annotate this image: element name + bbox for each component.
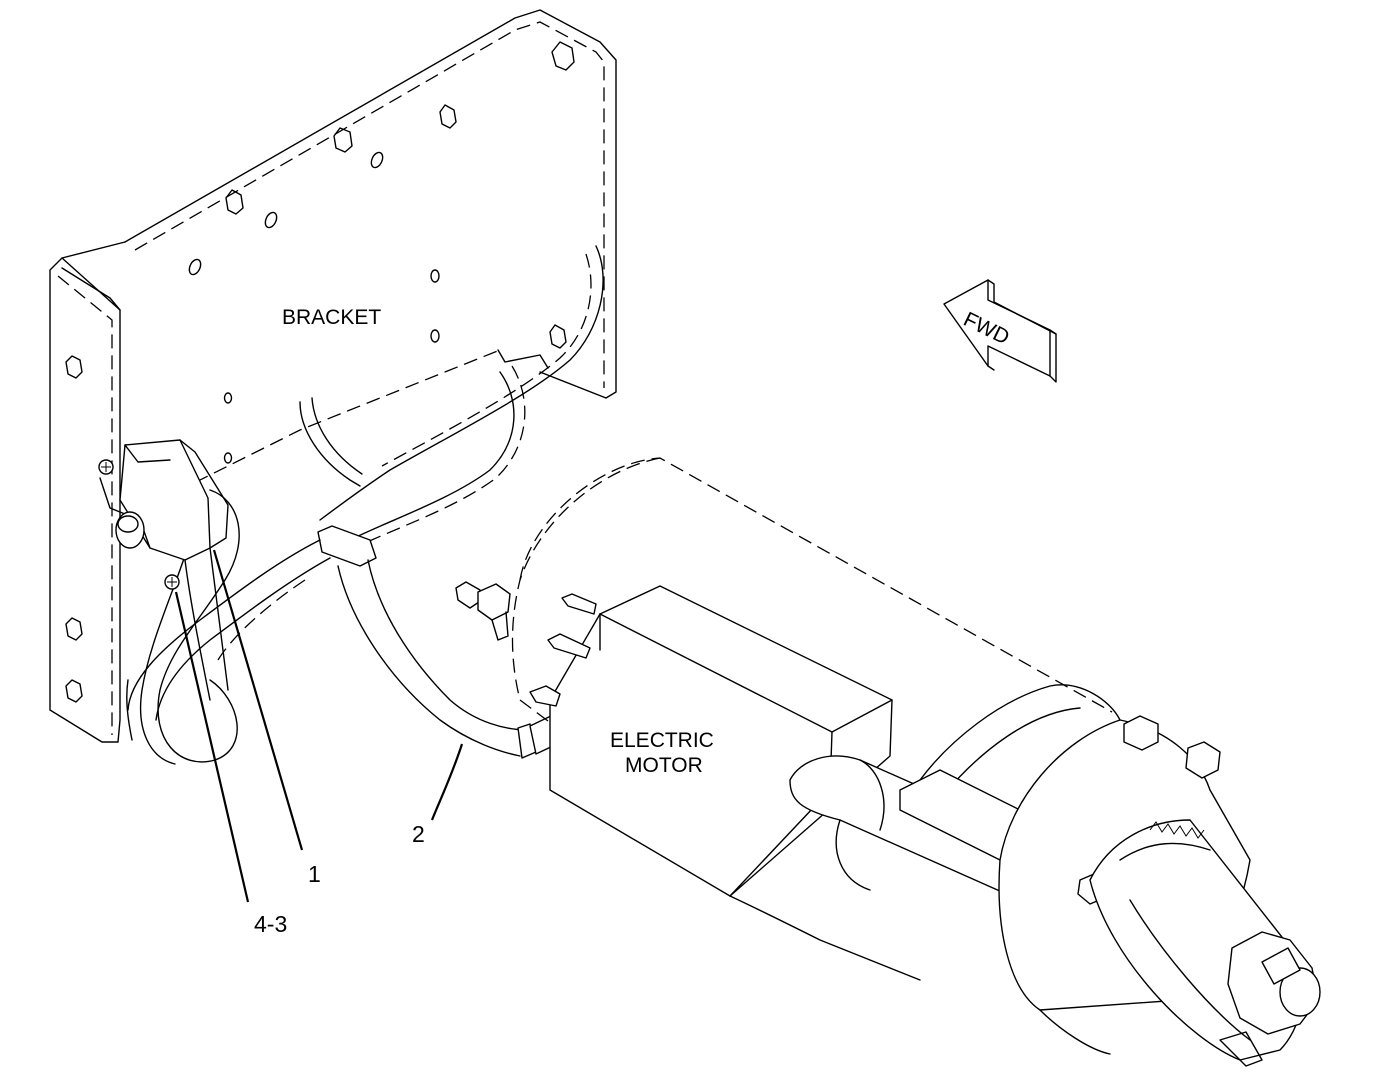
hole [430, 329, 440, 343]
hole [223, 392, 233, 404]
slot-hole [370, 151, 384, 169]
bracket: BRACKET [49, 9, 617, 743]
hex-hole [225, 189, 244, 215]
callout-item-4-3: 4-3 [254, 911, 287, 937]
hole [223, 452, 233, 464]
hex-hole [549, 324, 567, 349]
hex-hole [551, 41, 575, 71]
limit-switch [98, 439, 229, 701]
hex-hole [65, 355, 83, 379]
motor-label-line1: ELECTRIC [610, 729, 714, 752]
callouts: 1 2 4-3 [174, 549, 464, 937]
slot-hole [188, 258, 202, 276]
leader-item-1 [212, 549, 304, 851]
callout-item-1: 1 [308, 861, 321, 887]
callout-item-2: 2 [412, 821, 425, 847]
hex-hole [439, 104, 457, 129]
hex-hole [65, 617, 83, 641]
forward-arrow: FWD [943, 279, 1057, 383]
slot-hole [264, 211, 278, 229]
motor-label-line2: MOTOR [625, 754, 703, 777]
hole [430, 269, 440, 283]
electric-motor [455, 457, 1321, 1067]
hex-hole [65, 679, 83, 703]
hex-hole [333, 127, 353, 153]
leader-item-2 [430, 743, 464, 821]
bracket-label: BRACKET [282, 306, 381, 329]
leader-item-4-3 [174, 591, 250, 903]
